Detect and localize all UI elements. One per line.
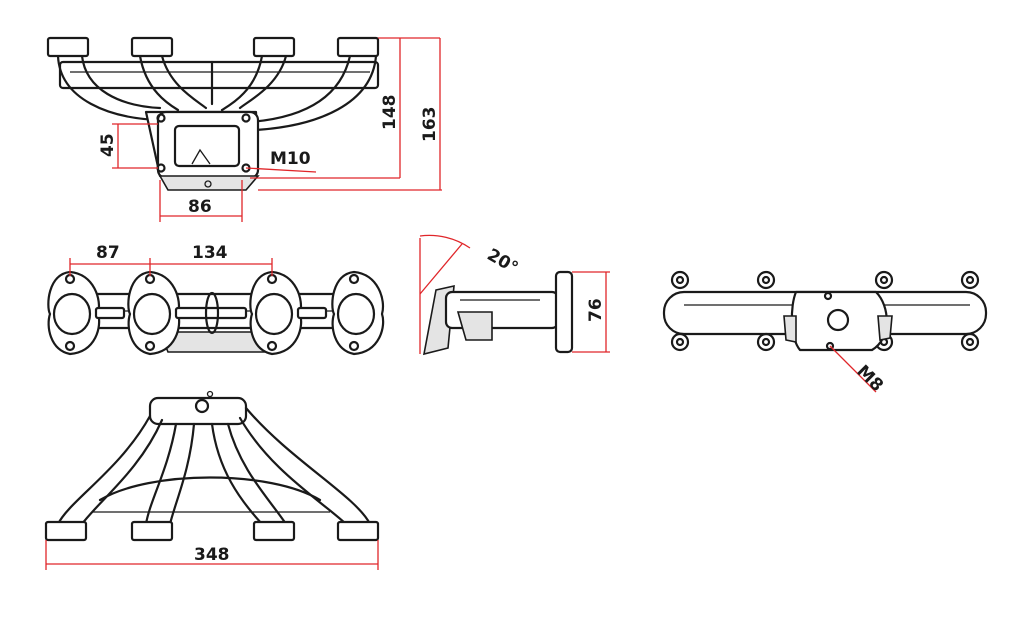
dim-163-label: 163: [420, 107, 440, 143]
dim-348-label: 348: [194, 545, 230, 565]
dim-45-label: 45: [98, 133, 118, 157]
port-flange-4: [331, 270, 385, 356]
dim-86-label: 86: [188, 197, 212, 217]
dim-148-label: 148: [380, 95, 400, 131]
dim-87-label: 87: [96, 243, 120, 263]
rear-view-dimensions: M8: [829, 345, 887, 396]
top-view: [46, 36, 380, 191]
bottom-view: [44, 390, 380, 542]
rear-view: [662, 270, 988, 352]
thread-m8-label: M8: [852, 361, 886, 395]
dim-134-label: 134: [192, 243, 228, 263]
thread-m10-label: M10: [270, 149, 311, 169]
angle-20-label: 20°: [484, 245, 522, 278]
bottom-view-dimensions: 348: [45, 540, 379, 570]
side-view: [422, 270, 574, 356]
port-face-view: [47, 270, 385, 356]
dim-76-label: 76: [586, 298, 606, 322]
port-flange-3: [249, 270, 303, 356]
port-view-dimensions: 87 134: [69, 243, 273, 276]
port-flange-1: [47, 270, 101, 356]
port-flange-2: [127, 270, 181, 356]
top-view-dimensions: 148 163 45 86 M10: [98, 37, 442, 222]
